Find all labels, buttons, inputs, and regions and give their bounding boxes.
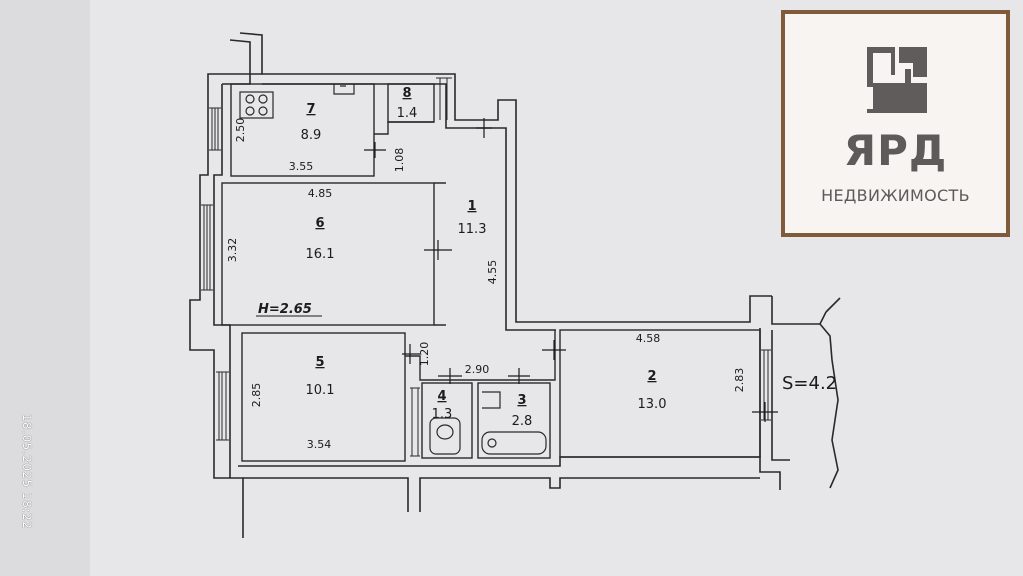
windows <box>201 77 771 457</box>
ceiling-height: H=2.65 <box>258 302 312 317</box>
room-number: 6 <box>315 216 324 231</box>
room-labels: 7 8.9 8 1.4 6 16.1 1 11.3 5 10.1 4 1.3 3… <box>301 86 667 429</box>
bathtub-icon <box>481 431 547 455</box>
room-area: 1.4 <box>397 106 418 121</box>
room-number: 2 <box>647 369 656 384</box>
outer-walls <box>189 32 841 538</box>
dimension: 2.85 <box>250 383 263 408</box>
room-6-outline <box>221 182 435 326</box>
room-area: 2.8 <box>512 414 533 429</box>
dimension: 1.20 <box>418 342 431 367</box>
stove-icon <box>239 91 274 119</box>
logo-mark-icon <box>867 47 927 113</box>
dimension: 2.83 <box>733 368 746 393</box>
room-number: 8 <box>402 86 411 101</box>
room-number: 4 <box>437 389 446 404</box>
dimension-labels: 2.50 3.55 1.08 4.85 3.32 4.55 1.20 2.90 … <box>226 118 746 451</box>
brand-logo: ЯРД НЕДВИЖИМОСТЬ <box>781 10 1010 237</box>
room-area: 16.1 <box>306 247 335 262</box>
dimension: 2.90 <box>465 363 490 376</box>
room-area: 13.0 <box>638 397 667 412</box>
dimension: 4.58 <box>636 332 661 345</box>
balcony-area: S=4.2 <box>782 373 837 394</box>
room-area: 11.3 <box>458 222 487 237</box>
room-3-outline <box>477 382 551 459</box>
room-number: 5 <box>315 355 324 370</box>
room-7-outline <box>230 83 375 177</box>
dimension: 3.32 <box>226 238 239 263</box>
logo-subtitle: НЕДВИЖИМОСТЬ <box>821 186 970 205</box>
photo-timestamp: 18.05.2025 18:22 <box>20 414 34 530</box>
room-area: 1.3 <box>432 407 453 422</box>
toilet-icon <box>429 417 461 455</box>
dimension: 2.50 <box>234 118 247 143</box>
dimension: 3.55 <box>289 160 314 173</box>
fixtures <box>239 84 547 455</box>
room-area: 8.9 <box>301 128 322 143</box>
room-number: 1 <box>467 199 476 214</box>
sink-icon <box>333 84 355 95</box>
room-number: 7 <box>306 102 315 117</box>
dimension: 3.54 <box>307 438 332 451</box>
dimension: 4.85 <box>308 187 333 200</box>
room-number: 3 <box>517 393 526 408</box>
doors <box>364 118 778 422</box>
dimension: 1.08 <box>393 148 406 173</box>
dimension: 4.55 <box>486 260 499 285</box>
washbasin-icon <box>482 391 501 409</box>
room-area: 10.1 <box>306 383 335 398</box>
room-2-outline <box>559 329 761 458</box>
logo-brand-name: ЯРД <box>843 126 948 175</box>
room-5-outline <box>241 332 406 462</box>
room-4-outline <box>421 382 473 459</box>
room-walls <box>221 83 761 462</box>
